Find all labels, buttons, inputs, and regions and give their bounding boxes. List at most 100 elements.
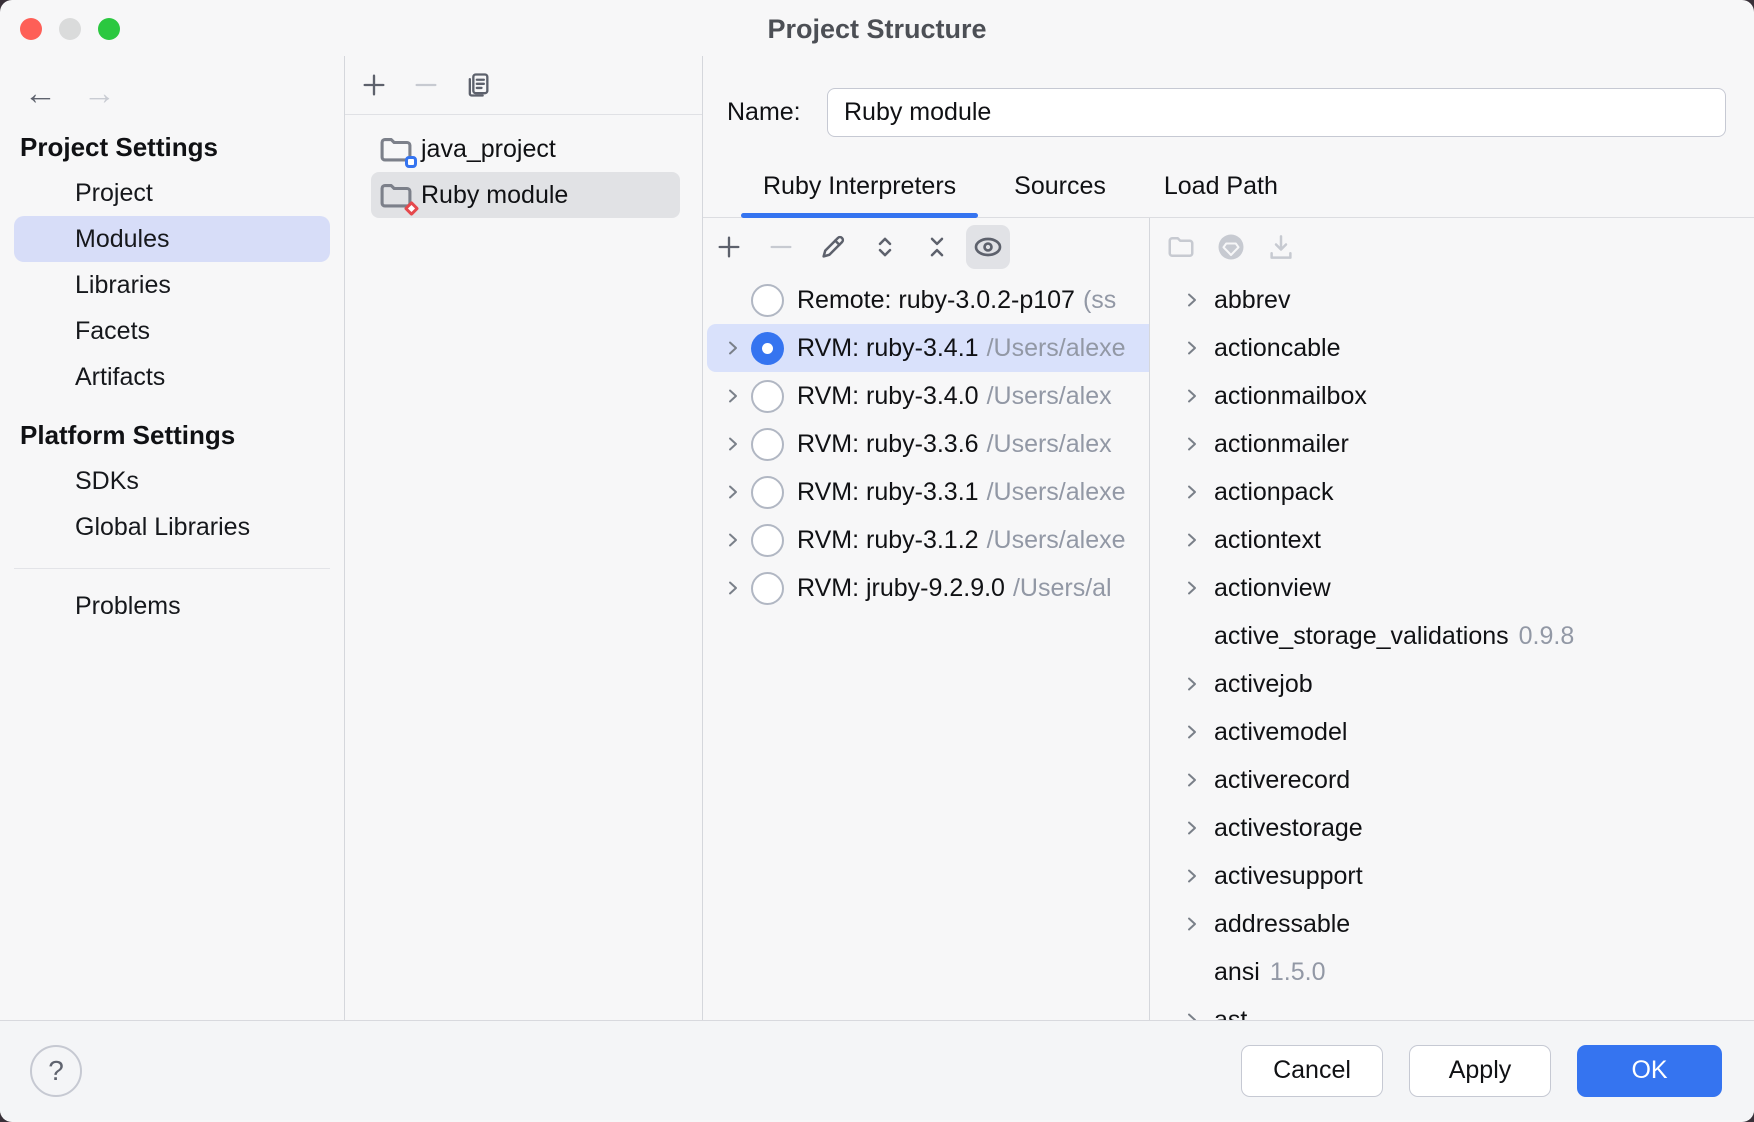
interpreter-row[interactable]: RVM: ruby-3.4.0 /Users/alex bbox=[707, 372, 1149, 420]
expand-chevron-icon[interactable] bbox=[1180, 288, 1204, 312]
help-button[interactable]: ? bbox=[30, 1044, 82, 1097]
close-window-button[interactable] bbox=[20, 18, 42, 40]
copy-icon[interactable] bbox=[463, 70, 493, 100]
gem-row[interactable]: actiontext bbox=[1150, 516, 1754, 564]
expand-chevron-icon[interactable] bbox=[1180, 384, 1204, 408]
gem-row[interactable]: actionpack bbox=[1150, 468, 1754, 516]
sidebar-item-global-libraries[interactable]: Global Libraries bbox=[75, 513, 251, 541]
interpreter-radio[interactable] bbox=[751, 475, 784, 509]
interpreter-name: RVM: ruby-3.1.2 bbox=[797, 525, 979, 554]
expand-chevron-icon[interactable] bbox=[1180, 528, 1204, 552]
gem-row[interactable]: ast bbox=[1150, 996, 1754, 1020]
sidebar-item-problems[interactable]: Problems bbox=[75, 592, 181, 620]
folder-icon[interactable] bbox=[1166, 232, 1196, 262]
sidebar-item-project[interactable]: Project bbox=[75, 179, 153, 207]
titlebar: Project Structure bbox=[0, 0, 1754, 56]
gem-name: activestorage bbox=[1214, 813, 1363, 842]
gem-name: activemodel bbox=[1214, 717, 1348, 746]
expand-chevron-icon[interactable] bbox=[1180, 816, 1204, 840]
expand-chevron-icon[interactable] bbox=[1180, 912, 1204, 936]
expand-chevron-icon[interactable] bbox=[1180, 432, 1204, 456]
expand-chevron-icon[interactable] bbox=[1180, 576, 1204, 600]
remove-icon[interactable] bbox=[411, 70, 441, 100]
tab-ruby-interpreters[interactable]: Ruby Interpreters bbox=[741, 172, 979, 218]
module-list-item[interactable]: java_project bbox=[371, 126, 680, 172]
zoom-window-button[interactable] bbox=[98, 18, 120, 40]
module-name: Ruby module bbox=[421, 180, 569, 209]
expand-chevron-icon[interactable] bbox=[1180, 1008, 1204, 1020]
expand-chevron-icon[interactable] bbox=[1180, 768, 1204, 792]
expand-chevron-icon[interactable] bbox=[1180, 720, 1204, 744]
add-icon[interactable] bbox=[714, 232, 744, 262]
ok-button[interactable]: OK bbox=[1577, 1044, 1722, 1097]
interpreter-radio[interactable] bbox=[751, 427, 784, 461]
interpreters-list: Remote: ruby-3.0.2-p107 (ss RVM: ruby-3.… bbox=[703, 276, 1149, 612]
apply-button[interactable]: Apply bbox=[1409, 1044, 1551, 1097]
gem-row[interactable]: activerecord bbox=[1150, 756, 1754, 804]
interpreter-row[interactable]: RVM: ruby-3.3.6 /Users/alex bbox=[707, 420, 1149, 468]
interpreter-row[interactable]: RVM: ruby-3.1.2 /Users/alexe bbox=[707, 516, 1149, 564]
interpreter-row[interactable]: Remote: ruby-3.0.2-p107 (ss bbox=[707, 276, 1149, 324]
sidebar-item-facets[interactable]: Facets bbox=[75, 317, 151, 345]
interpreter-radio[interactable] bbox=[751, 571, 784, 605]
download-icon[interactable] bbox=[1266, 232, 1296, 262]
expand-all-icon[interactable] bbox=[870, 232, 900, 262]
collapse-all-icon[interactable] bbox=[922, 232, 952, 262]
sidebar-item-artifacts[interactable]: Artifacts bbox=[75, 363, 166, 391]
cancel-button[interactable]: Cancel bbox=[1241, 1044, 1383, 1097]
interpreter-row[interactable]: RVM: ruby-3.4.1 /Users/alexe bbox=[707, 324, 1149, 372]
expand-chevron-icon[interactable] bbox=[1180, 864, 1204, 888]
eye-icon[interactable] bbox=[966, 225, 1010, 269]
interpreter-path: /Users/alexe bbox=[986, 525, 1126, 554]
expand-chevron-icon[interactable] bbox=[1180, 672, 1204, 696]
expand-chevron-icon[interactable] bbox=[721, 432, 745, 456]
module-list-item[interactable]: Ruby module bbox=[371, 172, 680, 218]
interpreters-toolbar bbox=[703, 218, 1149, 276]
gem-row[interactable]: addressable bbox=[1150, 900, 1754, 948]
gem-row[interactable]: activesupport bbox=[1150, 852, 1754, 900]
add-icon[interactable] bbox=[359, 70, 389, 100]
gem-name: actiontext bbox=[1214, 525, 1322, 554]
tab-load-path[interactable]: Load Path bbox=[1163, 172, 1278, 200]
gem-row[interactable]: ansi 1.5.0 bbox=[1150, 948, 1754, 996]
expand-chevron-icon[interactable] bbox=[721, 528, 745, 552]
gem-row[interactable]: actionview bbox=[1150, 564, 1754, 612]
gem-icon[interactable] bbox=[1216, 232, 1246, 262]
interpreter-radio[interactable] bbox=[751, 379, 784, 413]
interpreter-radio[interactable] bbox=[751, 283, 784, 317]
back-arrow-icon[interactable]: ← bbox=[24, 74, 57, 111]
sidebar-item-modules[interactable]: Modules bbox=[14, 216, 330, 262]
sidebar-item-libraries[interactable]: Libraries bbox=[75, 271, 171, 299]
expand-chevron-icon[interactable] bbox=[721, 384, 745, 408]
edit-icon[interactable] bbox=[818, 232, 848, 262]
module-folder-icon bbox=[379, 134, 417, 168]
expand-chevron-icon[interactable] bbox=[721, 480, 745, 504]
gem-name: actionmailbox bbox=[1214, 381, 1367, 410]
interpreter-row[interactable]: RVM: ruby-3.3.1 /Users/alexe bbox=[707, 468, 1149, 516]
gem-row[interactable]: actionmailer bbox=[1150, 420, 1754, 468]
module-name-input[interactable] bbox=[827, 87, 1726, 137]
interpreter-radio[interactable] bbox=[751, 523, 784, 557]
minimize-window-button[interactable] bbox=[59, 18, 81, 40]
gem-row[interactable]: activejob bbox=[1150, 660, 1754, 708]
sidebar-item-sdks[interactable]: SDKs bbox=[75, 467, 139, 495]
expand-chevron-icon[interactable] bbox=[721, 336, 745, 360]
interpreter-name: RVM: ruby-3.4.1 bbox=[797, 333, 979, 362]
tab-sources[interactable]: Sources bbox=[1014, 172, 1106, 200]
expand-chevron-icon[interactable] bbox=[721, 576, 745, 600]
expand-chevron-icon[interactable] bbox=[1180, 480, 1204, 504]
interpreter-radio[interactable] bbox=[751, 331, 784, 365]
gem-row[interactable]: activemodel bbox=[1150, 708, 1754, 756]
name-label: Name: bbox=[727, 97, 801, 126]
interpreters-and-gems: Remote: ruby-3.0.2-p107 (ss RVM: ruby-3.… bbox=[703, 218, 1754, 1020]
remove-icon[interactable] bbox=[766, 232, 796, 262]
interpreter-row[interactable]: RVM: jruby-9.2.9.0 /Users/al bbox=[707, 564, 1149, 612]
gem-row[interactable]: activestorage bbox=[1150, 804, 1754, 852]
forward-arrow-icon[interactable]: → bbox=[83, 74, 116, 111]
gem-row[interactable]: actionmailbox bbox=[1150, 372, 1754, 420]
gem-row[interactable]: actioncable bbox=[1150, 324, 1754, 372]
gem-row[interactable]: abbrev bbox=[1150, 276, 1754, 324]
expand-chevron-icon[interactable] bbox=[1180, 336, 1204, 360]
gem-row[interactable]: active_storage_validations 0.9.8 bbox=[1150, 612, 1754, 660]
